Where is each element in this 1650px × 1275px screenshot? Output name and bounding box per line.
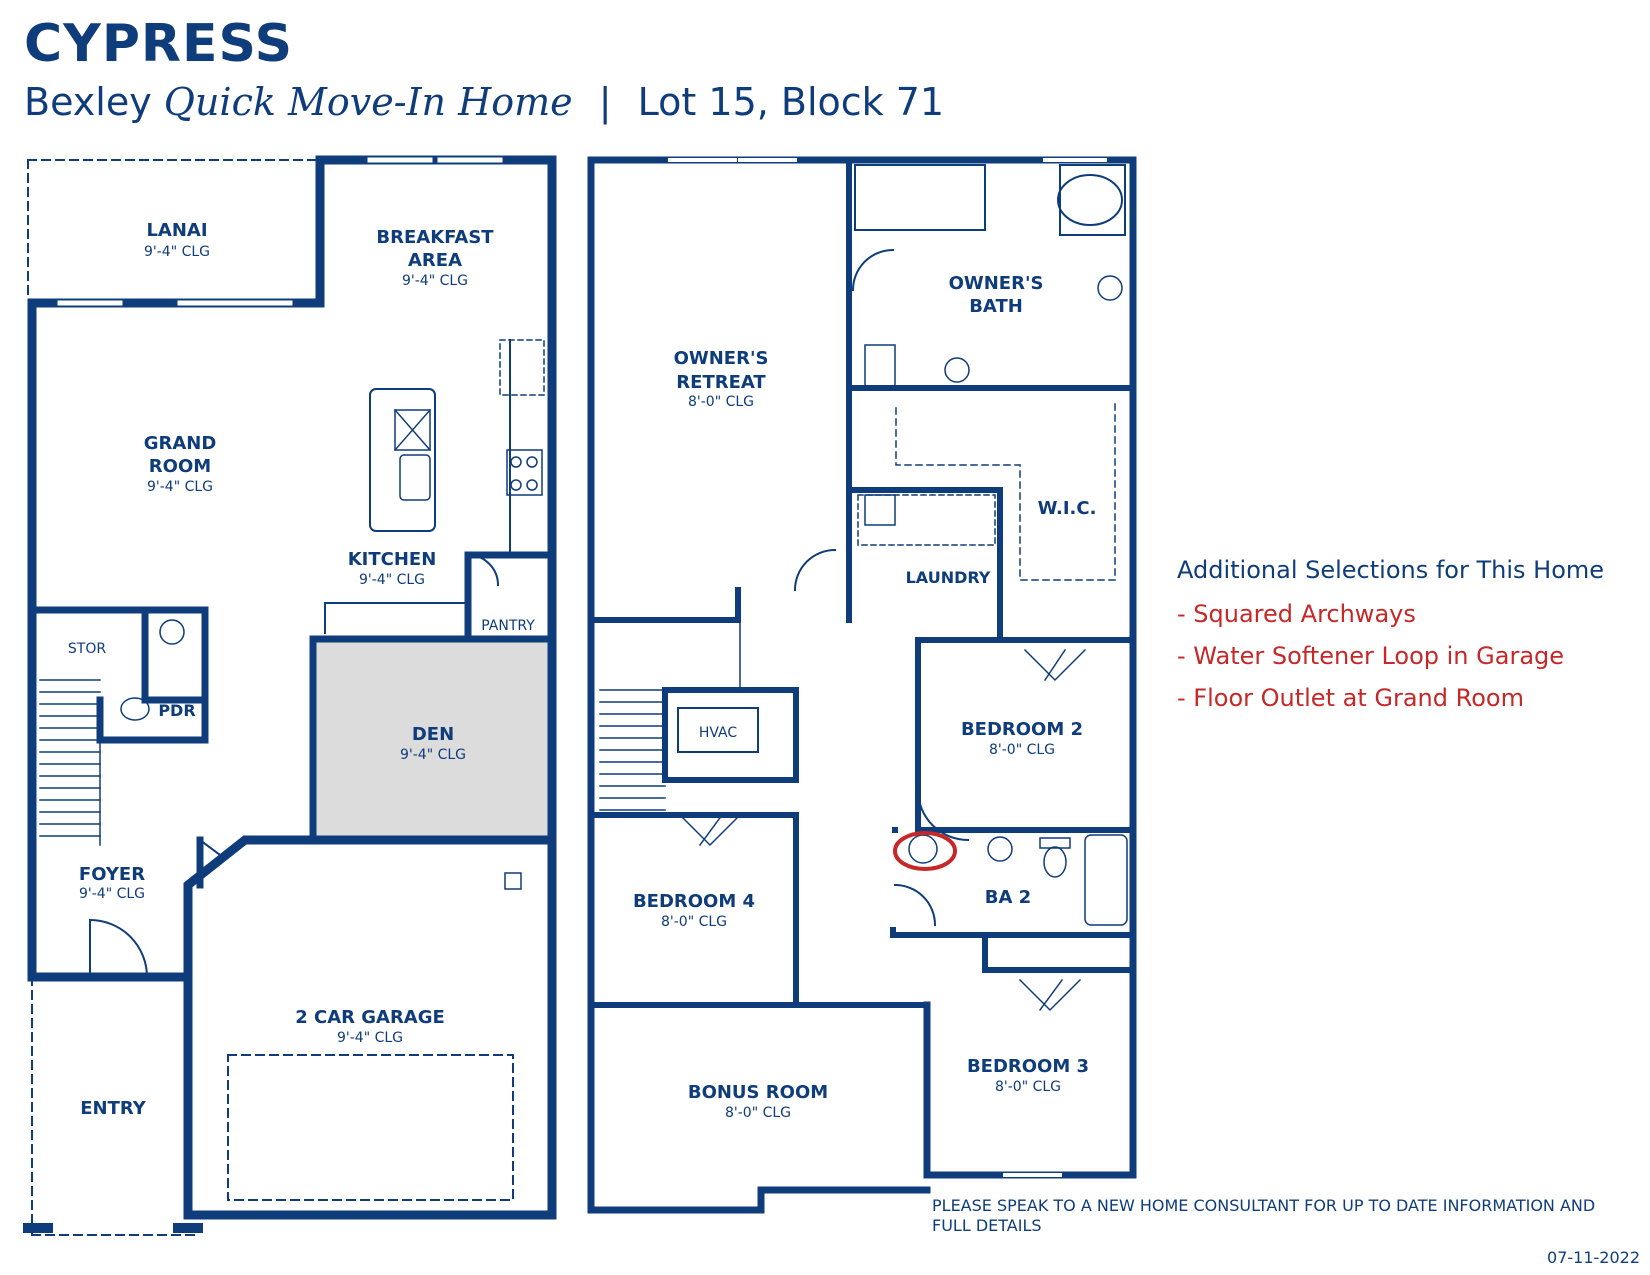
first-floor [23,155,557,1236]
plan-title: CYPRESS [24,14,294,74]
room-clg-bedroom-4: 8'-0" CLG [661,914,727,930]
room-label-owners-bath-line2: BATH [969,296,1023,317]
room-clg-grand: 9'-4" CLG [147,479,213,495]
stairs-1f [39,679,101,846]
room-clg-foyer: 9'-4" CLG [79,886,145,902]
selection-item: - Water Softener Loop in Garage [1177,642,1565,670]
second-floor [587,156,1137,1214]
room-label-bedroom-3: BEDROOM 3 [967,1056,1089,1077]
room-label-owners-retreat-line1: OWNER'S [674,348,769,369]
stairs-2f [599,621,741,811]
room-label-ba-2: BA 2 [985,887,1031,908]
exterior-walls-2f [587,156,1137,1214]
room-clg-den: 9'-4" CLG [400,747,466,763]
selection-item: - Squared Archways [1177,600,1416,628]
room-clg-kitchen: 9'-4" CLG [359,572,425,588]
selections-heading: Additional Selections for This Home [1177,556,1605,584]
subtitle-separator: | [598,80,612,124]
room-clg-lanai: 9'-4" CLG [144,244,210,260]
labels-first-floor: LANAI 9'-4" CLG BREAKFAST AREA 9'-4" CLG… [68,220,535,1119]
room-label-breakfast-line2: AREA [408,250,462,271]
highlight-circle [893,831,957,871]
disclaimer-note: PLEASE SPEAK TO A NEW HOME CONSULTANT FO… [932,1196,1596,1235]
room-label-garage: 2 CAR GARAGE [295,1007,445,1028]
room-label-pdr: PDR [158,701,195,720]
room-label-den: DEN [412,724,454,745]
room-label-lanai: LANAI [146,220,207,241]
room-clg-bonus-room: 8'-0" CLG [725,1105,791,1121]
community-name: Bexley [24,80,152,124]
room-clg-owners-retreat: 8'-0" CLG [688,394,754,410]
room-label-grand-line2: ROOM [149,456,211,477]
room-label-hvac: HVAC [699,725,738,741]
additional-selections: Additional Selections for This Home - Sq… [1177,556,1637,726]
room-label-bonus-room: BONUS ROOM [688,1082,828,1103]
selection-item: - Floor Outlet at Grand Room [1177,684,1524,712]
room-clg-bedroom-2: 8'-0" CLG [989,742,1055,758]
room-label-grand-line1: GRAND [144,433,217,454]
lot-block: Lot 15, Block 71 [637,80,945,124]
room-label-owners-retreat-line2: RETREAT [676,372,766,393]
den-fill [313,639,548,840]
room-label-wic: W.I.C. [1038,498,1097,519]
plan-subtitle: Bexley Quick Move-In Home | Lot 15, Bloc… [24,80,944,124]
home-type: Quick Move-In Home [163,80,573,124]
room-label-breakfast-line1: BREAKFAST [376,227,494,248]
room-clg-breakfast: 9'-4" CLG [402,273,468,289]
room-label-stor: STOR [68,641,106,657]
room-label-bedroom-4: BEDROOM 4 [633,891,755,912]
lanai-outline [27,159,321,301]
garage-door-outline [227,1054,514,1201]
entry-porch [31,976,197,1236]
room-label-bedroom-2: BEDROOM 2 [961,719,1083,740]
interior-walls-2f [588,157,1136,1008]
room-label-entry: ENTRY [80,1098,147,1119]
room-label-laundry: LAUNDRY [906,568,991,587]
room-label-owners-bath-line1: OWNER'S [949,273,1044,294]
room-label-kitchen: KITCHEN [348,549,437,570]
plan-date: 07-11-2022 [1547,1248,1640,1267]
room-label-foyer: FOYER [79,864,145,885]
room-clg-bedroom-3: 8'-0" CLG [995,1079,1061,1095]
room-label-pantry: PANTRY [481,618,535,634]
labels-second-floor: OWNER'S RETREAT 8'-0" CLG OWNER'S BATH W… [633,273,1096,1121]
room-clg-garage: 9'-4" CLG [337,1030,403,1046]
